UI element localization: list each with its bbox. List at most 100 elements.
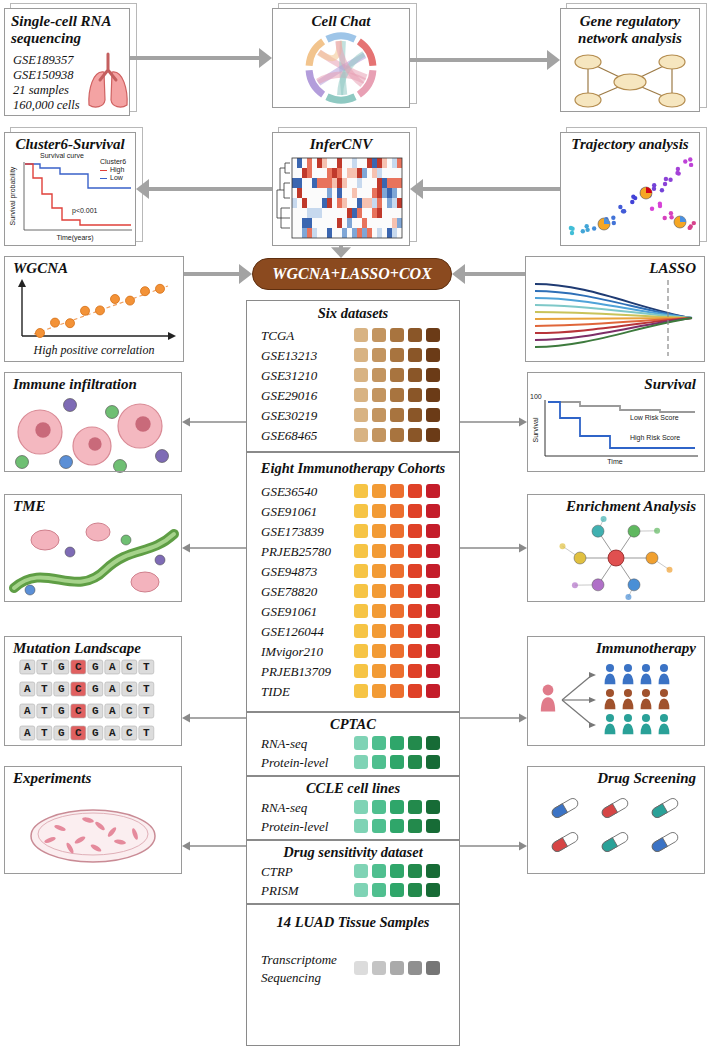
swatch-layer: [354, 328, 440, 975]
item-text: Protein-level: [261, 754, 357, 772]
analysis-box: Gene regulatory network analysis: [560, 8, 700, 112]
data-swatch: [354, 388, 368, 402]
data-swatch: [408, 564, 422, 578]
cell-dot: [675, 171, 679, 175]
heatmap-cell: [382, 218, 387, 228]
person-body: [659, 698, 670, 709]
connector: [184, 264, 252, 284]
heatmap-cell: [302, 198, 307, 208]
heatmap-cell: [347, 218, 352, 228]
scatter-dot: [96, 306, 105, 315]
data-swatch: [372, 348, 386, 362]
heatmap-cell: [397, 228, 402, 238]
heatmap-cell: [357, 218, 362, 228]
data-swatch: [354, 624, 368, 638]
heatmap-cell: [342, 218, 347, 228]
heatmap-cell: [292, 228, 297, 238]
heatmap-frame: [292, 158, 402, 238]
item-text: GSE78820: [261, 583, 357, 601]
chord: [338, 41, 362, 84]
cell-dot: [676, 167, 680, 171]
data-swatch: [426, 368, 440, 382]
heatmap-cell: [382, 188, 387, 198]
item-text: GSE68465: [261, 427, 357, 445]
pie-chart: [640, 187, 652, 199]
dataset-section: CPTACRNA-seqProtein-level: [246, 712, 460, 776]
heatmap-cell: [357, 158, 362, 168]
data-swatch: [372, 408, 386, 422]
plot-label: Survival: [532, 405, 540, 455]
heatmap-cell: [382, 168, 387, 178]
heatmap-cell: [387, 218, 392, 228]
heatmap-cell: [352, 158, 357, 168]
data-swatch: [390, 664, 404, 678]
data-swatch: [372, 864, 386, 878]
sequence-text: ATGCGACT: [24, 660, 160, 674]
heatmap-cell: [297, 178, 302, 188]
trachea: [100, 54, 116, 80]
immune-cell: [16, 456, 29, 469]
heatmap-cell: [352, 188, 357, 198]
person-head: [642, 689, 650, 697]
plot-label: p<0.001: [72, 207, 102, 215]
heatmap-cell: [392, 168, 397, 178]
item-text: Protein-level: [261, 818, 357, 836]
heatmap-cell: [342, 188, 347, 198]
heatmap-cell: [352, 178, 357, 188]
heatmap-cell: [382, 158, 387, 168]
box-title: Immunotherapy: [536, 640, 696, 657]
heatmap-cell: [397, 188, 402, 198]
cell-dot: [581, 229, 585, 233]
data-swatch: [408, 604, 422, 618]
capsule: [600, 831, 629, 854]
sequence-text: ATGCGACT: [24, 682, 160, 696]
dataset-section: Drug sensitivity datasetCTRPPRISM: [246, 840, 460, 904]
person-body: [659, 723, 670, 734]
connector: [182, 842, 246, 851]
heatmap-cell: [327, 218, 332, 228]
cell-dot: [692, 221, 696, 225]
capsule-shell: [650, 797, 679, 820]
arrow-head: [136, 179, 149, 199]
plot-label: High Risk Score: [630, 434, 700, 442]
analysis-box: WGCNAHigh positive correlation: [4, 256, 184, 362]
data-swatch: [354, 368, 368, 382]
heatmap-cell: [342, 168, 347, 178]
dendrogram: [277, 163, 290, 228]
heatmap-cell: [387, 198, 392, 208]
data-swatch: [372, 736, 386, 750]
data-swatch: [408, 408, 422, 422]
heatmap-cell: [362, 158, 367, 168]
arrow-head: [547, 50, 560, 70]
data-swatch: [354, 664, 368, 678]
analysis-box: InferCNV: [272, 132, 410, 246]
person-head: [606, 689, 614, 697]
heatmap-cell: [342, 208, 347, 218]
heatmap-cell: [312, 178, 317, 188]
heatmap-cell: [322, 208, 327, 218]
heatmap-cell: [317, 168, 322, 178]
heatmap-cell: [352, 198, 357, 208]
data-swatch: [372, 961, 386, 975]
plot-label: Survival curve: [40, 152, 100, 160]
person-head: [660, 664, 668, 672]
gene-node: [659, 93, 685, 107]
heatmap-cell: [357, 178, 362, 188]
connector: [182, 418, 246, 427]
heatmap-cell: [377, 168, 382, 178]
person-head: [606, 714, 614, 722]
term-node: [628, 525, 640, 537]
scatter-dot: [51, 318, 60, 327]
arrow-head: [182, 544, 190, 553]
immune-cell: [64, 399, 77, 412]
scatter-dot: [156, 284, 165, 293]
arrow-head: [452, 264, 465, 284]
heatmap-cell: [342, 198, 347, 208]
heatmap-cell: [337, 178, 342, 188]
box-title: Survival: [536, 376, 696, 393]
heatmap-cell: [362, 228, 367, 238]
data-swatch: [354, 864, 368, 878]
data-swatch: [408, 328, 422, 342]
connector: [182, 544, 246, 553]
heatmap-cell: [347, 228, 352, 238]
